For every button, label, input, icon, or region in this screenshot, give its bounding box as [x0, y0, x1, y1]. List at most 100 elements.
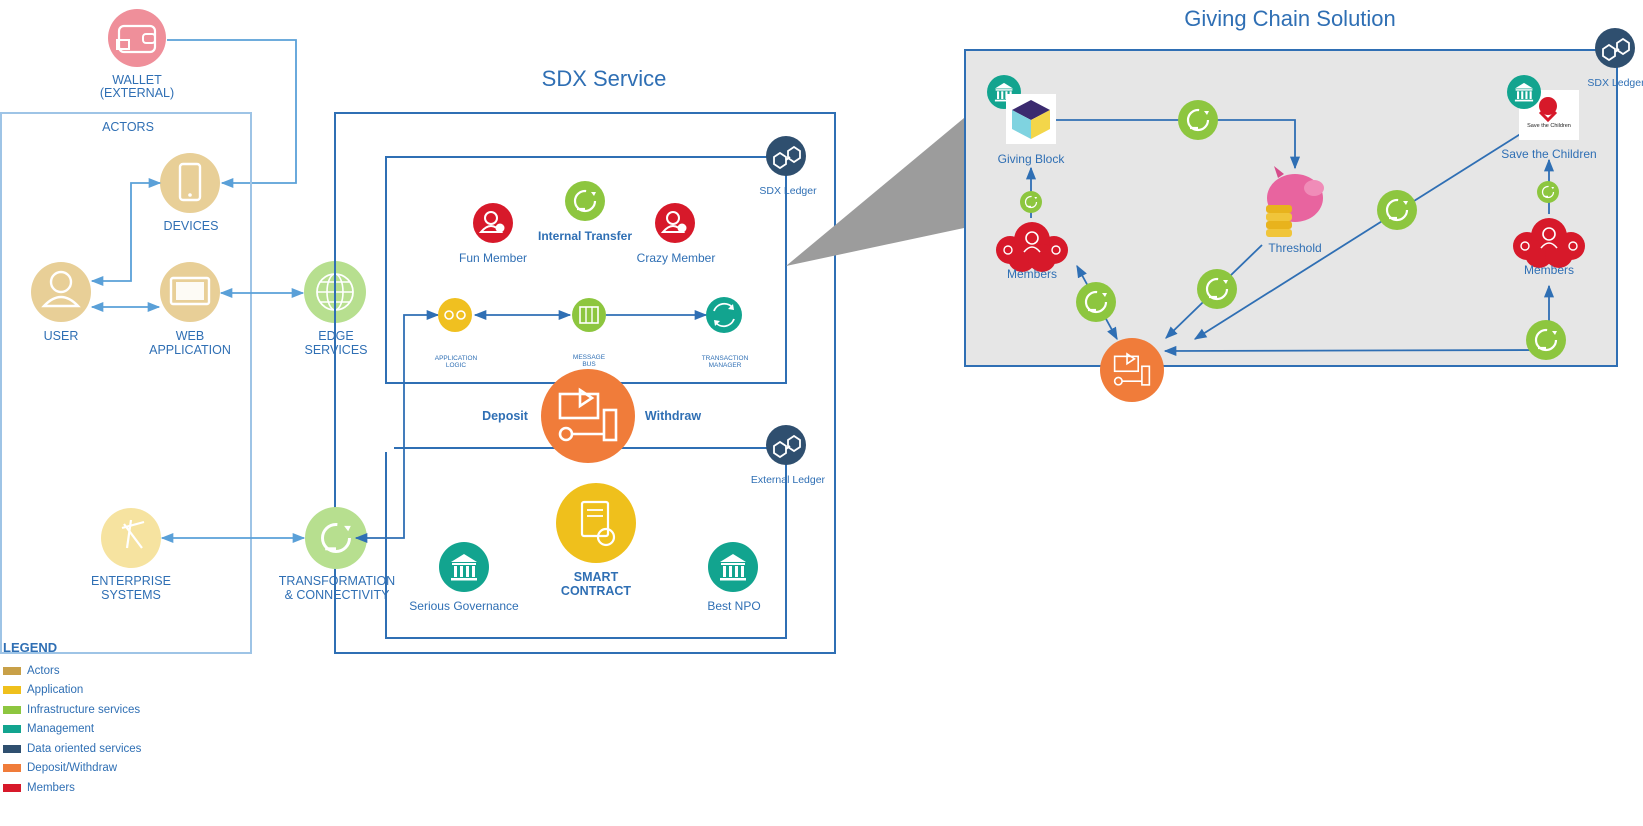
- serious-governance-node[interactable]: Serious Governance: [409, 542, 519, 613]
- members-right-label: Members: [1524, 263, 1574, 277]
- workflow-icon: [1100, 338, 1164, 402]
- legend-label: Members: [27, 781, 75, 794]
- sync-icon: [1197, 269, 1237, 309]
- legend-label: Data oriented services: [27, 742, 142, 755]
- save-the-children-node[interactable]: Save the Children Save the Children: [1501, 75, 1597, 161]
- bank-icon: [1507, 75, 1541, 109]
- sync-icon: [1076, 282, 1116, 322]
- message-bus-label-line2: BUS: [582, 361, 596, 368]
- sync-node-savechildren[interactable]: [1377, 190, 1417, 230]
- giving-chain-title: Giving Chain Solution: [1184, 6, 1396, 31]
- legend-swatch: [3, 764, 21, 773]
- external-ledger-node[interactable]: External Ledger: [751, 425, 826, 486]
- fun-member-node[interactable]: Fun Member: [459, 203, 527, 265]
- giving-block-node[interactable]: Giving Block: [987, 75, 1065, 166]
- bank-icon: [439, 542, 489, 592]
- smart-contract-label-line2: CONTRACT: [561, 584, 631, 598]
- legend-label: Actors: [27, 664, 60, 677]
- web-application-node[interactable]: WEB APPLICATION: [149, 262, 231, 357]
- web-app-label-line1: WEB: [176, 329, 204, 343]
- sync-node-givingblock[interactable]: [1020, 191, 1042, 213]
- deposit-label: Deposit: [482, 409, 529, 423]
- user-node[interactable]: USER: [31, 262, 91, 343]
- threshold-node[interactable]: Threshold: [1266, 166, 1324, 255]
- giving-sdx-ledger-node[interactable]: SDX Ledger: [1587, 28, 1643, 89]
- legend-swatch: [3, 686, 21, 695]
- members-right-deposit-connector: [1163, 345, 1550, 357]
- giving-deposit-node[interactable]: [1100, 338, 1164, 402]
- save-children-label: Save the Children: [1501, 147, 1596, 161]
- legend-item: Data oriented services: [3, 739, 203, 759]
- actors-title: ACTORS: [102, 120, 154, 134]
- sync-node-members-right-top[interactable]: [1537, 181, 1559, 203]
- wallet-label-line2: (EXTERNAL): [100, 86, 174, 100]
- sync-node-members-right-bottom[interactable]: [1526, 320, 1566, 360]
- internal-transfer-node[interactable]: Internal Transfer: [538, 181, 632, 243]
- sdx-service-box: [334, 112, 836, 654]
- workflow-icon: [541, 369, 635, 463]
- bank-icon: [708, 542, 758, 592]
- legend-swatch: [3, 725, 21, 734]
- enterprise-systems-node[interactable]: ENTERPRISE SYSTEMS: [91, 508, 171, 602]
- crazy-member-label: Crazy Member: [637, 251, 716, 265]
- web-app-label-line2: APPLICATION: [149, 343, 231, 357]
- compass-icon: [101, 508, 161, 568]
- transformation-node[interactable]: TRANSFORMATION & CONNECTIVITY: [279, 507, 395, 602]
- transaction-manager-label-line1: TRANSACTION: [702, 355, 749, 362]
- legend-item: Deposit/Withdraw: [3, 759, 203, 779]
- legend-item: Infrastructure services: [3, 700, 203, 720]
- legend-item: Management: [3, 720, 203, 740]
- giving-block-label: Giving Block: [998, 152, 1066, 166]
- sync-icon: [565, 181, 605, 221]
- sync-node-top[interactable]: [1178, 100, 1218, 140]
- members-left-label: Members: [1007, 267, 1057, 281]
- wallet-node[interactable]: WALLET (EXTERNAL): [100, 9, 174, 100]
- legend-item: Members: [3, 778, 203, 798]
- wallet-icon: [108, 9, 166, 67]
- devices-label: DEVICES: [164, 219, 219, 233]
- transform-label-line1: TRANSFORMATION: [279, 574, 395, 588]
- best-npo-node[interactable]: Best NPO: [707, 542, 761, 613]
- transform-logic-connector: [354, 309, 440, 544]
- smart-contract-label-line1: SMART: [574, 570, 619, 584]
- best-npo-label: Best NPO: [707, 599, 760, 613]
- actors-box: [0, 112, 252, 654]
- withdraw-label: Withdraw: [645, 409, 701, 423]
- smart-contract-node[interactable]: SMART CONTRACT: [556, 483, 636, 598]
- refresh-icon: [706, 297, 742, 333]
- wallet-label-line1: WALLET: [112, 73, 162, 87]
- savechildren-deposit-connector: [1193, 132, 1523, 340]
- deposit-withdraw-node[interactable]: [541, 369, 635, 463]
- legend-item: Actors: [3, 661, 203, 681]
- legend-title: LEGEND: [3, 640, 58, 655]
- legend-label: Application: [27, 684, 84, 697]
- legend-swatch: [3, 744, 21, 753]
- certificate-icon: [556, 483, 636, 563]
- app-logic-label-line2: LOGIC: [446, 362, 467, 369]
- legend-label: Management: [27, 723, 95, 736]
- sync-icon: [305, 507, 367, 569]
- transform-label-line2: & CONNECTIVITY: [285, 588, 391, 602]
- members-left-node[interactable]: Members: [995, 221, 1069, 281]
- legend-swatch: [3, 705, 21, 714]
- message-bus-node[interactable]: MESSAGE BUS: [572, 298, 606, 368]
- transaction-manager-node[interactable]: TRANSACTION MANAGER: [702, 297, 749, 369]
- user-label: USER: [44, 329, 79, 343]
- enterprise-label-line2: SYSTEMS: [101, 588, 161, 602]
- devices-node[interactable]: DEVICES: [160, 153, 220, 233]
- sync-node-members-left[interactable]: [1076, 282, 1116, 322]
- crazy-member-node[interactable]: Crazy Member: [637, 203, 716, 265]
- members-right-node[interactable]: Members: [1512, 217, 1586, 277]
- sync-node-threshold[interactable]: [1197, 269, 1237, 309]
- application-logic-node[interactable]: APPLICATION LOGIC: [435, 298, 478, 369]
- zoom-wedge: [786, 118, 964, 266]
- sdx-ledger-label: SDX Ledger: [759, 185, 817, 197]
- legend-label: Infrastructure services: [27, 703, 141, 716]
- enterprise-label-line1: ENTERPRISE: [91, 574, 171, 588]
- save-children-logo-text: Save the Children: [1527, 123, 1571, 129]
- fun-member-label: Fun Member: [459, 251, 527, 265]
- sdx-ledger-node[interactable]: SDX Ledger: [759, 136, 817, 197]
